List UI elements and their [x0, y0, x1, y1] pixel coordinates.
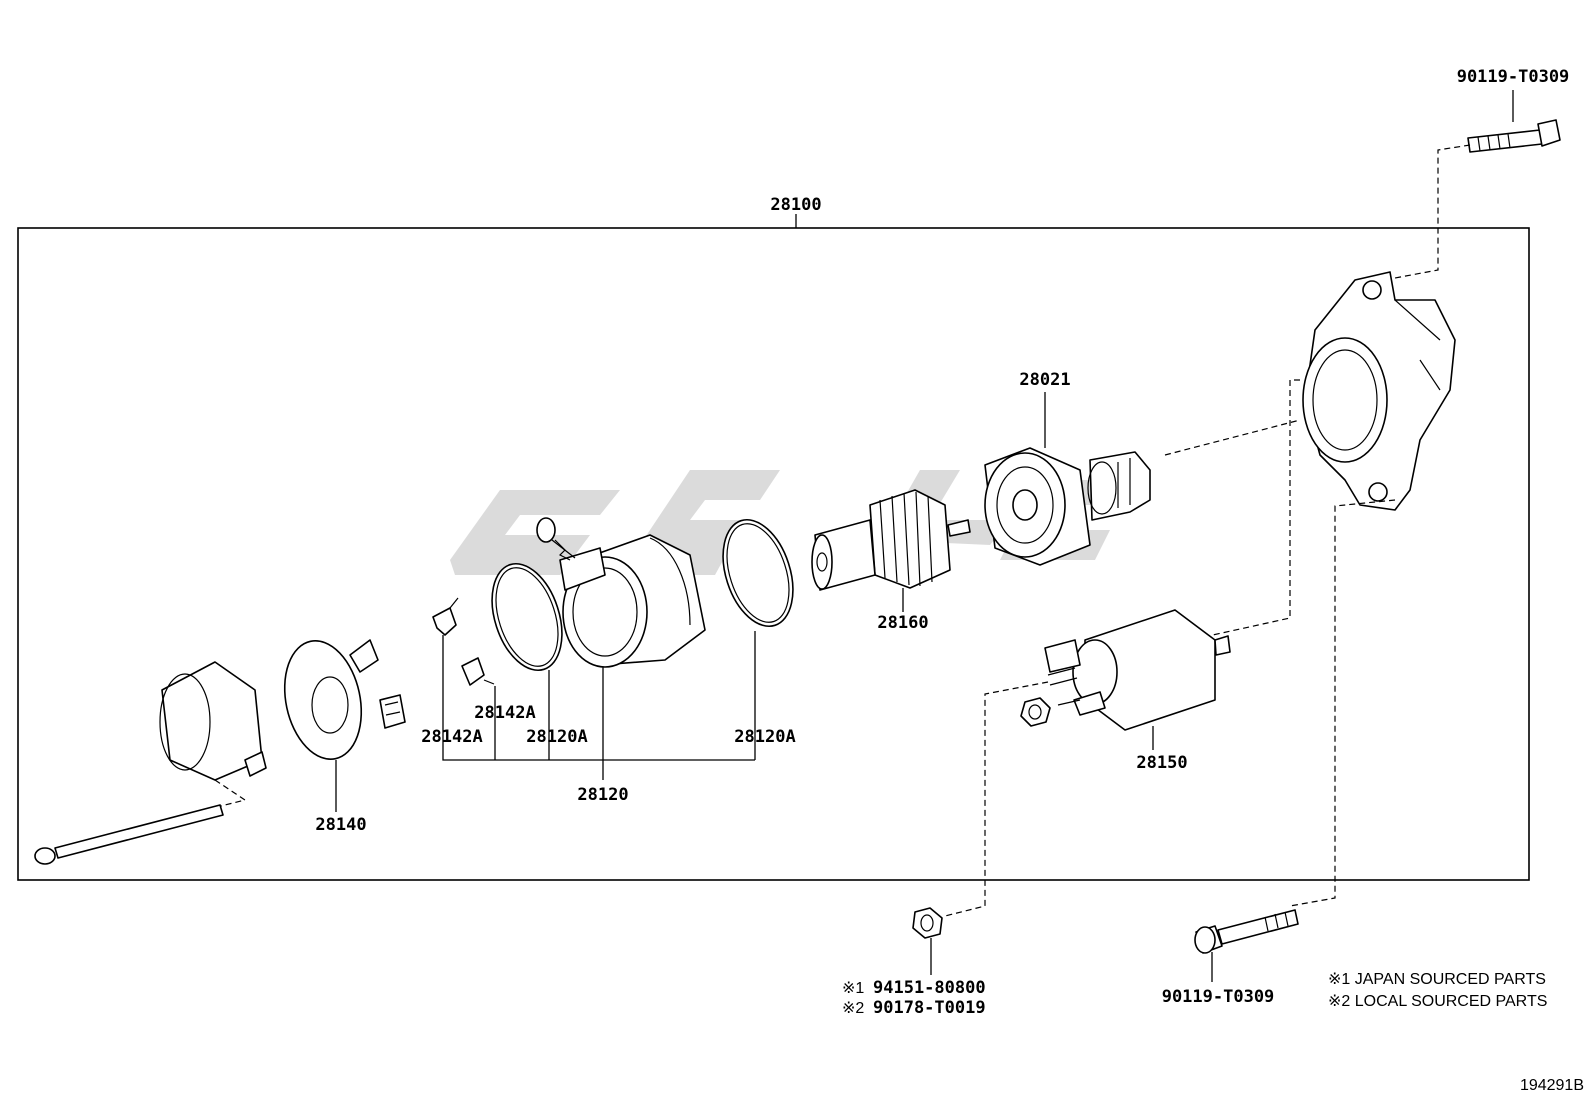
starter-clutch[interactable]	[984, 447, 1151, 566]
note-local: ※2 LOCAL SOURCED PARTS	[1328, 993, 1547, 1010]
through-bolt[interactable]	[34, 804, 224, 865]
nut-mark-2: ※2	[842, 1000, 864, 1017]
magnetic-switch[interactable]	[1044, 609, 1231, 731]
drive-housing[interactable]	[1302, 271, 1456, 511]
brush-holder-label: 28140	[315, 815, 366, 835]
oring-right-label: 28120A	[734, 727, 795, 747]
yoke-assembly[interactable]	[536, 517, 706, 668]
armature-label: 28160	[877, 613, 928, 633]
assembly-frame	[17, 227, 1530, 881]
nut-label-1: 94151-80800	[873, 978, 986, 998]
end-cover[interactable]	[159, 661, 267, 781]
bolt-top[interactable]	[1467, 119, 1561, 153]
oring-right[interactable]	[711, 511, 806, 635]
brush-holder[interactable]	[274, 634, 406, 767]
bottom-nut[interactable]	[912, 907, 943, 939]
bolt-bottom-label: 90119-T0309	[1162, 987, 1275, 1007]
brush-spring-a[interactable]	[432, 607, 457, 636]
solenoid-nut[interactable]	[1020, 697, 1051, 727]
brush-spring-b-label: 28142A	[474, 703, 535, 723]
nut-mark-1: ※1	[842, 980, 864, 997]
nut-label-2: 90178-T0019	[873, 998, 986, 1018]
brush-spring-a-label: 28142A	[421, 727, 482, 747]
note-japan: ※1 JAPAN SOURCED PARTS	[1328, 971, 1546, 988]
yoke-label: 28120	[577, 785, 628, 805]
bolt-top-label: 90119-T0309	[1457, 67, 1570, 87]
oring-left-label: 28120A	[526, 727, 587, 747]
armature[interactable]	[811, 489, 971, 591]
magnetic-switch-label: 28150	[1136, 753, 1187, 773]
figure-id: 194291B	[1520, 1077, 1584, 1094]
bolt-bottom[interactable]	[1194, 909, 1299, 954]
oring-left[interactable]	[480, 555, 575, 679]
brush-spring-b[interactable]	[461, 657, 485, 686]
clutch-label: 28021	[1019, 370, 1070, 390]
assembly-label: 28100	[770, 195, 821, 215]
